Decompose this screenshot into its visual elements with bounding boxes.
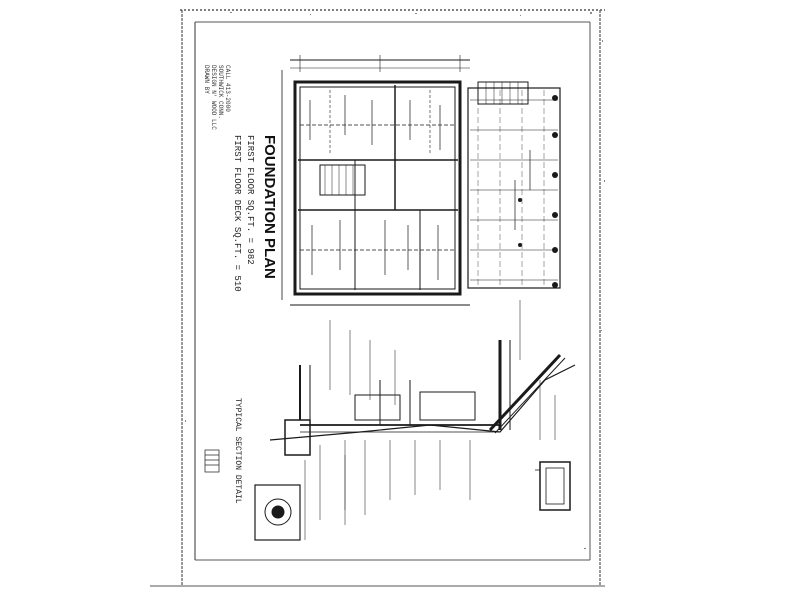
plan-title: FOUNDATION PLAN [261,135,278,279]
first-floor-area: FIRST FLOOR SQ.FT. = 982 [245,135,255,265]
deck-plan [467,81,561,289]
foundation-plan [281,55,470,306]
svg-text:CALL 413-2000: CALL 413-2000 [224,65,231,112]
section-leaders [319,300,556,520]
scan-speckle [185,12,605,549]
plan-annotations [309,95,531,280]
section-detail [269,340,576,456]
deck-area: FIRST FLOOR DECK SQ.FT. = 510 [232,135,242,292]
designer-stamp: DRAWN BY DESIGN N' WOOD LLC SOUTHWICK CO… [203,65,231,130]
hatch-legend [204,449,220,473]
deck-piers [518,95,558,288]
scan-border [150,9,605,587]
anchor-bolt-detail [535,461,571,511]
revision-notes [304,455,346,540]
engineer-seal [254,484,301,541]
section-title: TYPICAL SECTION DETAIL [233,398,242,504]
svg-text:DESIGN N' WOOD LLC: DESIGN N' WOOD LLC [210,65,217,130]
svg-text:SOUTHWICK CONN.: SOUTHWICK CONN. [217,65,224,119]
svg-text:DRAWN BY: DRAWN BY [203,65,210,94]
title-block: FOUNDATION PLAN FIRST FLOOR SQ.FT. = 982… [232,135,278,292]
